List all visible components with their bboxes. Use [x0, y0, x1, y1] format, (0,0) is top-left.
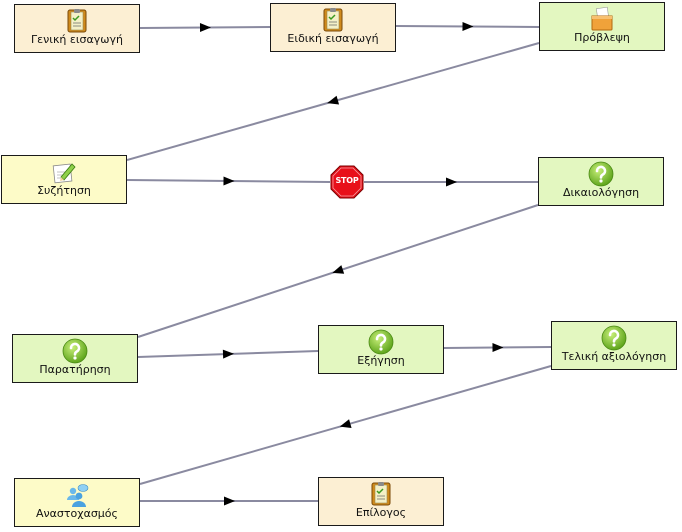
transition-arrowhead — [339, 419, 352, 428]
activity-node-n2[interactable]: Ειδική εισαγωγή — [270, 3, 396, 52]
transition-arrowhead — [223, 176, 235, 186]
transition-arrowhead — [327, 95, 340, 105]
question-icon — [62, 338, 88, 364]
activity-node-n5[interactable]: Δικαιολόγηση — [538, 157, 664, 206]
notepad-icon — [64, 8, 90, 34]
stop-gate[interactable]: STOP — [330, 165, 364, 199]
pencil-paper-icon — [51, 159, 77, 185]
node-label: Παρατήρηση — [39, 363, 111, 376]
transition-arrowhead — [222, 349, 234, 359]
transition-arrowhead — [492, 343, 504, 353]
folder-note-icon — [589, 6, 615, 32]
node-label: Γενική εισαγωγή — [31, 33, 123, 46]
transition-arrowhead — [199, 23, 211, 33]
activity-node-n7[interactable]: Εξήγηση — [318, 325, 444, 374]
notepad-icon — [368, 481, 394, 507]
activity-node-n3[interactable]: Πρόβλεψη — [539, 2, 665, 51]
activity-node-n8[interactable]: Τελική αξιολόγηση — [551, 321, 677, 370]
node-label: Ειδική εισαγωγή — [287, 32, 379, 45]
activity-node-n9[interactable]: Αναστοχασμός — [14, 478, 140, 527]
node-label: Εξήγηση — [357, 354, 405, 367]
question-icon — [601, 325, 627, 351]
transition-arrowhead — [446, 177, 457, 187]
node-label: Δικαιολόγηση — [562, 186, 640, 199]
transition-arrowhead — [462, 21, 474, 31]
transition-arrowhead — [224, 496, 235, 506]
question-icon — [588, 161, 614, 187]
activity-node-n4[interactable]: Συζήτηση — [1, 155, 127, 204]
question-icon — [368, 329, 394, 355]
node-label: Επίλογος — [355, 506, 407, 519]
stop-label: STOP — [335, 176, 359, 185]
transition-arrowhead — [332, 265, 345, 274]
activity-node-n10[interactable]: Επίλογος — [318, 477, 444, 526]
people-chat-icon — [64, 482, 90, 508]
node-label: Αναστοχασμός — [35, 507, 118, 520]
notepad-icon — [320, 7, 346, 33]
activity-node-n6[interactable]: Παρατήρηση — [12, 334, 138, 383]
node-label: Συζήτηση — [37, 184, 91, 197]
node-label: Τελική αξιολόγηση — [561, 350, 667, 363]
activity-node-n1[interactable]: Γενική εισαγωγή — [14, 4, 140, 53]
node-label: Πρόβλεψη — [574, 31, 630, 44]
stop-sign-icon — [330, 165, 364, 199]
